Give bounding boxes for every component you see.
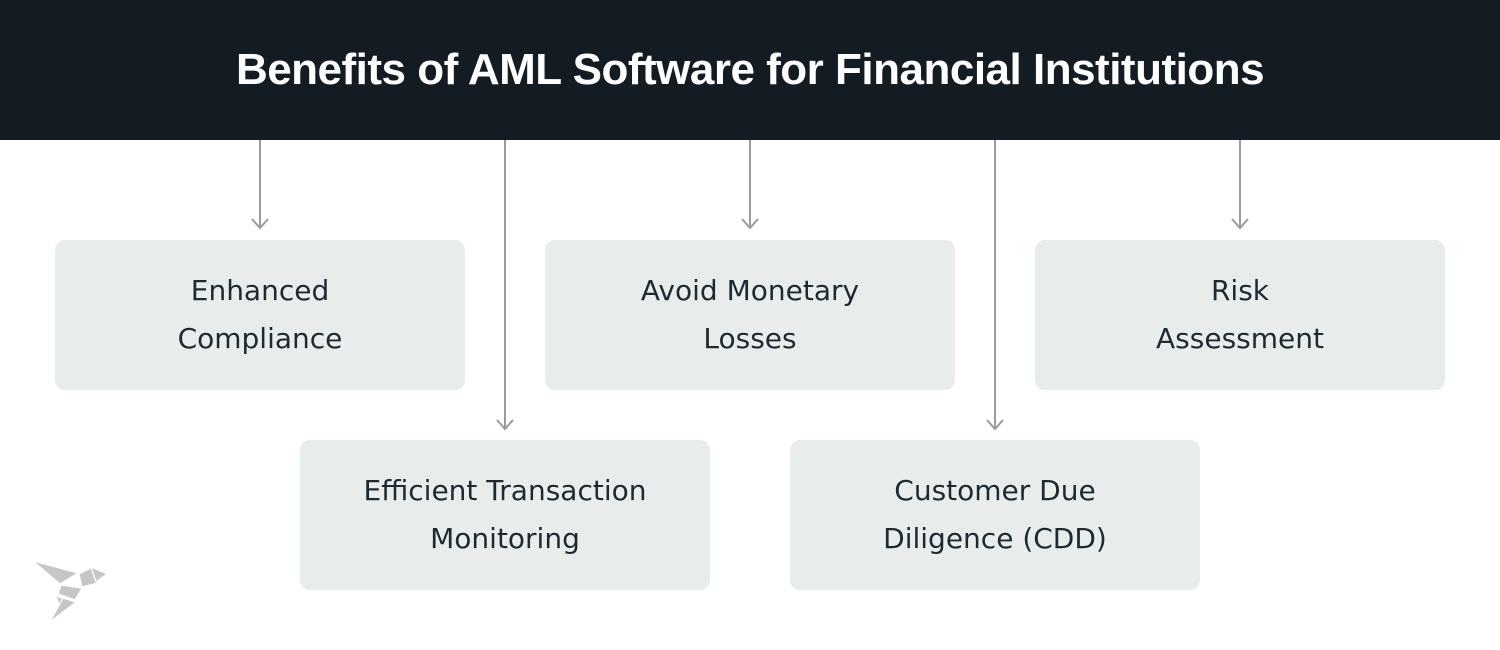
benefit-label-line: Avoid Monetary (640, 274, 860, 307)
benefit-label-line: Assessment (1156, 322, 1324, 355)
benefit-label-line: Customer Due (894, 474, 1096, 507)
bird-neck-facet (78, 567, 99, 588)
benefit-label-line: Efficient Transaction (363, 474, 647, 507)
header-banner: Benefits of AML Software for Financial I… (0, 0, 1500, 140)
bird-head-facet (90, 566, 108, 583)
benefit-box-avoid-monetary-losses: Avoid Monetary Losses (545, 240, 955, 390)
connector-arrow-enhanced-compliance (251, 140, 269, 230)
benefit-box-efficient-transaction-monitoring: Efficient Transaction Monitoring (300, 440, 710, 590)
benefit-label-line: Losses (703, 322, 797, 355)
bird-body-facet (57, 584, 83, 601)
benefit-label-line: Risk (1210, 274, 1270, 307)
benefit-box-risk-assessment: Risk Assessment (1035, 240, 1445, 390)
benefit-label-line: Enhanced (190, 274, 330, 307)
benefit-box-enhanced-compliance: Enhanced Compliance (55, 240, 465, 390)
benefit-label-line: Compliance (177, 322, 343, 355)
connector-arrow-customer-due-diligence (986, 140, 1004, 431)
benefit-label-line: Monitoring (430, 522, 580, 555)
connector-arrow-risk-assessment (1231, 140, 1249, 230)
benefit-box-customer-due-diligence: Customer Due Diligence (CDD) (790, 440, 1200, 590)
bird-tail-facet (49, 597, 77, 623)
connector-arrow-avoid-monetary-losses (741, 140, 759, 230)
connector-arrow-efficient-transaction-monitoring (496, 140, 514, 431)
page-title: Benefits of AML Software for Financial I… (235, 45, 1265, 94)
bird-wing-facet (32, 560, 79, 585)
origami-bird-logo (32, 560, 108, 623)
benefit-label-line: Diligence (CDD) (883, 522, 1107, 555)
